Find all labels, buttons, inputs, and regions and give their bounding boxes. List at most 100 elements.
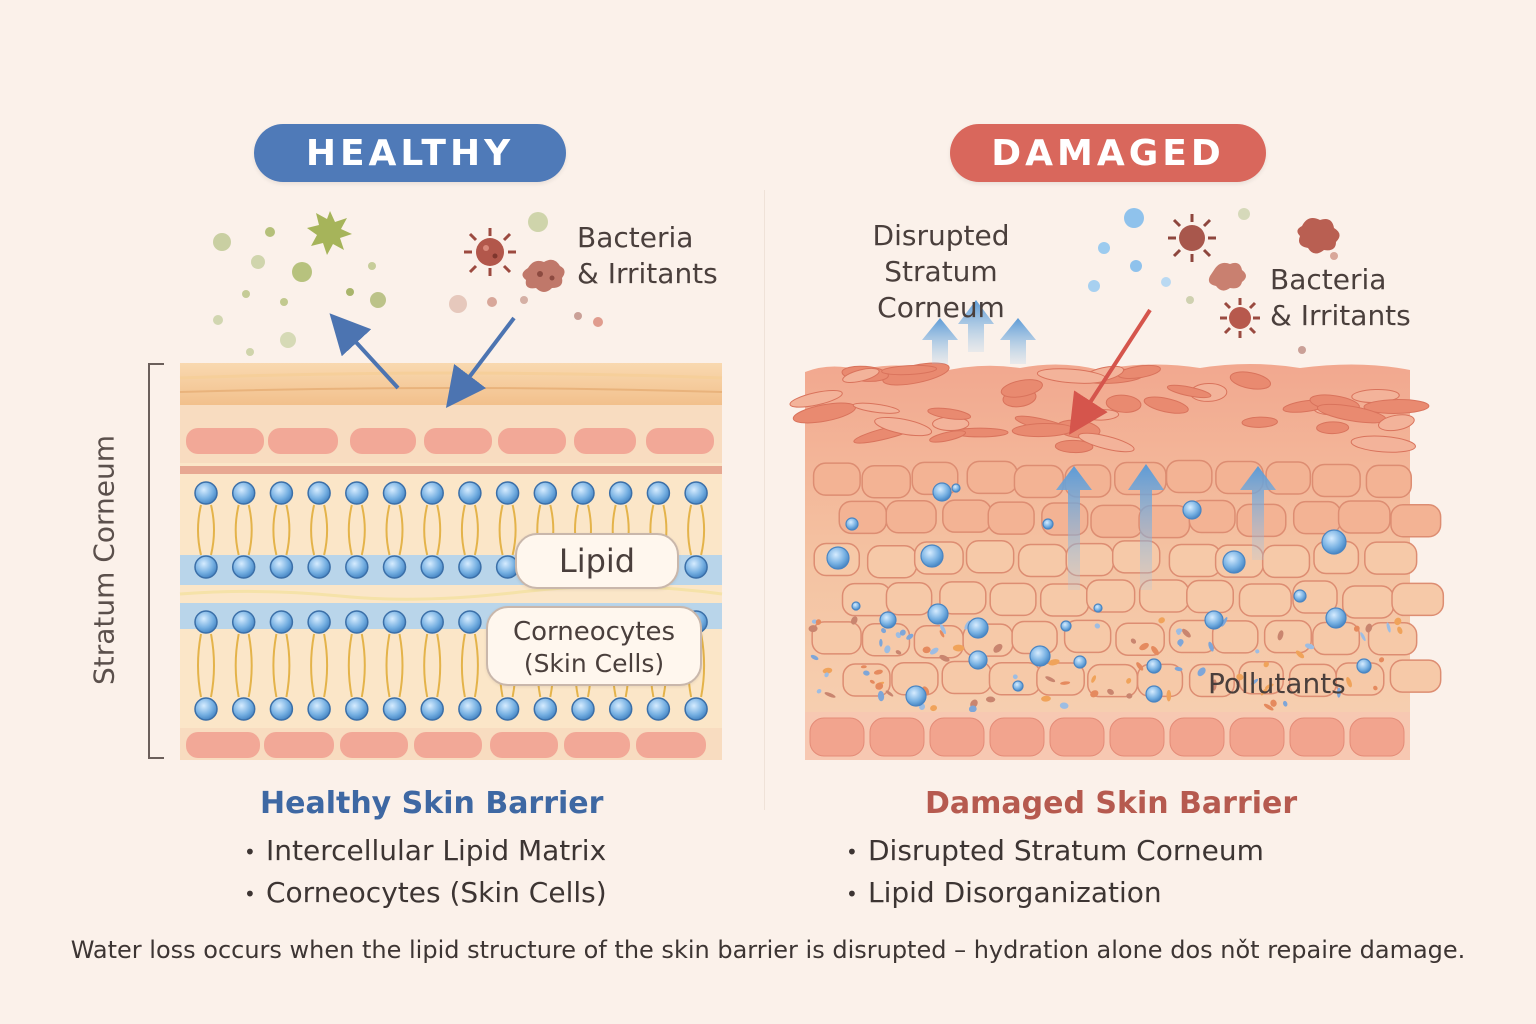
particle <box>242 290 250 298</box>
lipid-bead <box>269 610 294 634</box>
lipid-tail <box>360 633 366 698</box>
lipid-tail <box>285 504 291 556</box>
damaged-heading: Damaged Skin Barrier <box>925 786 1298 821</box>
list-item: Corneocytes (Skin Cells) <box>244 872 607 914</box>
lipid-bead <box>307 555 331 579</box>
lipid-bead <box>269 697 294 721</box>
bacteria-icon <box>1220 298 1260 338</box>
water-droplet <box>927 603 949 625</box>
damaged-corneocyte <box>812 462 861 496</box>
footer-caption: Water loss occurs when the lipid structu… <box>70 936 1466 964</box>
pollutant-speck <box>860 665 867 669</box>
pollutant-speck <box>1174 666 1183 672</box>
particle <box>1130 260 1142 272</box>
lipid-bead <box>382 610 407 634</box>
lipid-bead <box>269 555 294 579</box>
damaged-corneocyte <box>1238 583 1292 617</box>
pollutant-speck <box>816 689 822 694</box>
pollutant-speck <box>939 630 945 638</box>
pollutant-speck <box>1304 643 1315 650</box>
damaged-badge: DAMAGED <box>950 124 1266 182</box>
lipid-tail <box>360 504 366 556</box>
pollutant-speck <box>1260 687 1268 696</box>
particle <box>1186 296 1194 304</box>
panel-divider <box>764 190 765 810</box>
corneocyte <box>1229 717 1285 757</box>
lipid-tail <box>272 504 278 556</box>
pollutant-speck <box>1283 700 1288 707</box>
lipid-bead <box>458 555 482 579</box>
damaged-corneocyte <box>1186 579 1234 614</box>
lipid-bead <box>684 481 708 505</box>
lipid-tail <box>460 633 466 698</box>
pollutant-speck <box>824 692 836 698</box>
lipid-bead <box>646 481 671 505</box>
pollutant-speck <box>1263 661 1269 668</box>
lipid-bead <box>571 697 595 721</box>
water-droplet <box>1073 655 1087 669</box>
damaged-corneocyte <box>1013 464 1064 499</box>
lipid-bead <box>307 697 331 721</box>
corneocyte <box>350 428 416 454</box>
lipid-tail <box>210 633 215 698</box>
pollutant-speck <box>1197 667 1206 677</box>
particle <box>368 262 376 270</box>
damaged-corneocyte <box>913 624 964 659</box>
lipid-bead <box>194 610 218 634</box>
pollutant-speck <box>1394 617 1402 626</box>
particle <box>449 295 467 313</box>
corneocyte <box>424 428 492 454</box>
particle <box>1298 346 1306 354</box>
pollutant-speck <box>1255 649 1260 654</box>
damaged-particles <box>1088 208 1338 354</box>
pollutant-speck <box>1158 617 1165 624</box>
lipid-bead <box>458 481 482 505</box>
pollutant-specks <box>808 616 1403 713</box>
flake <box>1166 384 1212 399</box>
damaged-corneocyte <box>1039 583 1090 617</box>
pollutant-speck <box>884 645 891 654</box>
water-droplet <box>1029 645 1051 667</box>
pollutant-speck <box>1041 695 1051 702</box>
pollutant-speck <box>1012 674 1018 680</box>
pollutant-speck <box>810 654 819 661</box>
lipid-tail <box>272 633 278 698</box>
damaged-corneocyte <box>939 581 987 615</box>
lipid-bead <box>684 697 708 721</box>
damaged-corneocyte <box>1211 620 1259 654</box>
corneocyte <box>186 428 264 454</box>
damaged-corneocyte <box>1292 580 1338 614</box>
particle <box>1124 208 1144 228</box>
pollutant-speck <box>1365 623 1373 633</box>
lipid-tail <box>247 504 253 556</box>
water-droplet <box>1222 550 1246 574</box>
lipid-bead <box>231 610 256 634</box>
damaged-corneocyte <box>1111 540 1161 574</box>
lipid-bead <box>194 697 218 721</box>
water-droplet <box>1325 607 1347 629</box>
corneocyte <box>646 428 714 454</box>
lipid-tail <box>285 633 291 698</box>
healthy-irritants-label: Bacteria & Irritants <box>577 221 718 290</box>
pollutant-speck <box>930 705 938 712</box>
pollen-icon <box>307 211 352 255</box>
water-droplet <box>1204 610 1224 630</box>
pollutant-speck <box>929 647 939 655</box>
particle <box>346 288 354 296</box>
pollutant-speck <box>808 625 818 633</box>
damaged-corneocyte <box>1391 582 1445 617</box>
healthy-heading: Healthy Skin Barrier <box>260 786 604 821</box>
particle <box>213 315 223 325</box>
flake <box>1378 414 1415 432</box>
corneocyte <box>1169 717 1225 757</box>
lipid-bead <box>231 697 256 721</box>
pollutant-speck <box>850 616 858 625</box>
pollutant-speck <box>899 629 906 636</box>
damaged-corneocyte <box>942 499 992 533</box>
pollutant-speck <box>863 670 870 676</box>
damaged-corneocyte <box>1017 543 1068 578</box>
lipid-tail <box>511 504 517 556</box>
corneocyte <box>1109 717 1165 757</box>
